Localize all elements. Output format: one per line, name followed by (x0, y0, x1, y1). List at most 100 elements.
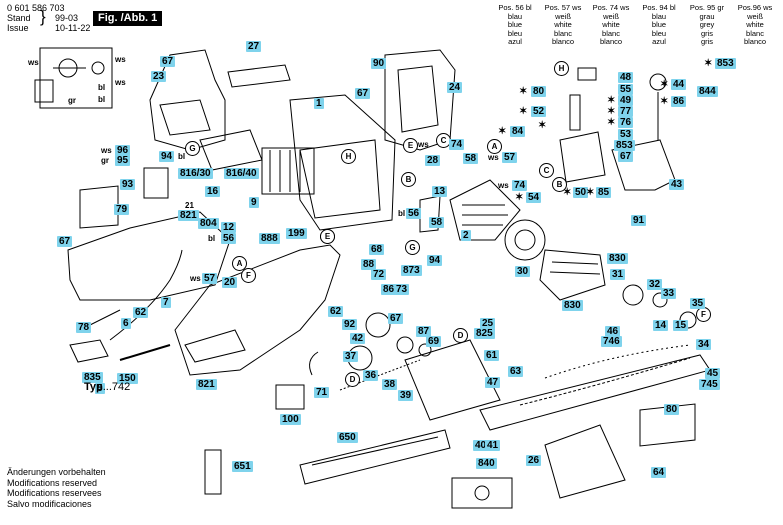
ref-letter: B (401, 172, 416, 187)
ref-letter: D (345, 372, 360, 387)
wire-tag: gr (101, 156, 109, 165)
callout: 38 (382, 379, 398, 390)
callout: 78 (76, 322, 92, 333)
callout: 96 (115, 145, 131, 156)
callout: 7 (161, 297, 171, 308)
bracket-58 (419, 195, 441, 233)
callout: 62 (328, 306, 344, 317)
callout: 1 (314, 98, 324, 109)
armature (449, 179, 521, 241)
gear-86 (365, 312, 391, 338)
callout: 37 (343, 351, 359, 362)
color-col-pos: Pos. 95 gr (689, 3, 725, 12)
callout: 48 (618, 72, 634, 83)
callout: 15 (673, 320, 689, 331)
central-housing (289, 94, 396, 231)
rotor (539, 249, 606, 301)
issue-value: 10-11-22 (55, 23, 91, 33)
callout: 58 (463, 153, 479, 164)
callout: 20 (222, 277, 238, 288)
wire-tag: ws (488, 153, 499, 162)
star-marker: ✶ (660, 96, 669, 107)
callout: 821 (178, 210, 199, 221)
wiring-schematic (39, 47, 113, 109)
callout: 94 (427, 255, 443, 266)
callout: 67 (618, 151, 634, 162)
sprocket-cover (544, 424, 626, 499)
callout: 23 (151, 71, 167, 82)
ref-letter: F (696, 307, 711, 322)
callout: 34 (696, 339, 712, 350)
callout: 39 (398, 390, 414, 401)
callout: 42 (350, 333, 366, 344)
callout: 88 (361, 259, 377, 270)
callout: 63 (508, 366, 524, 377)
ref-letter: E (320, 229, 335, 244)
color-col-pos: Pos. 74 ws (592, 3, 630, 12)
bar-cover (299, 429, 451, 485)
callout: 13 (432, 186, 448, 197)
ref-letter: D (453, 328, 468, 343)
plate-93 (143, 167, 169, 199)
mains-plug (69, 339, 109, 363)
stator (261, 147, 315, 195)
callout: 6 (121, 318, 131, 329)
callout: 80 (531, 86, 547, 97)
callout: 816/40 (224, 168, 259, 179)
callout: 64 (651, 467, 667, 478)
spring-71 (309, 351, 319, 376)
callout: 71 (314, 387, 330, 398)
figure-label: Fig. /Abb. 1 (93, 11, 163, 26)
callout: 26 (526, 455, 542, 466)
callout: 5 (95, 383, 105, 394)
brace: } (40, 7, 46, 26)
callout: 45 (705, 368, 721, 379)
callout: 840 (476, 458, 497, 469)
callout: 2 (461, 230, 471, 241)
callout: 92 (342, 319, 358, 330)
callout: 86 (671, 96, 687, 107)
wire-tag: 21 (185, 201, 194, 210)
callout: 32 (647, 279, 663, 290)
callout: 24 (447, 82, 463, 93)
ref-letter: G (185, 141, 200, 156)
star-marker: ✶ (498, 126, 507, 137)
callout: 100 (280, 414, 301, 425)
ref-letter: A (232, 256, 247, 271)
ref-letter: C (539, 163, 554, 178)
callout: 816/30 (178, 168, 213, 179)
left-housing-shell (67, 211, 231, 301)
wire-tag: gr (68, 96, 76, 105)
ref-letter: F (241, 268, 256, 283)
star-marker: ✶ (519, 106, 528, 117)
footer-notes: Änderungen vorbehalten Modifications res… (7, 467, 106, 509)
callout: 650 (337, 432, 358, 443)
callout: 14 (653, 320, 669, 331)
saw-chain (519, 357, 691, 406)
callout: 33 (661, 288, 677, 299)
callout: 68 (369, 244, 385, 255)
ref-letter: G (405, 240, 420, 255)
callout: 888 (259, 233, 280, 244)
stand-label: Stand (7, 13, 31, 23)
callout: 79 (114, 204, 130, 215)
wire-tag: ws (101, 146, 112, 155)
star-marker: ✶ (704, 58, 713, 69)
callout: 55 (618, 84, 634, 95)
star-marker: ✶ (586, 187, 595, 198)
cord-guard (119, 344, 171, 361)
wire-tag: bl (98, 95, 106, 104)
callout: 27 (246, 41, 262, 52)
wire-tag: ws (190, 274, 201, 283)
callout: 54 (526, 192, 542, 203)
callout: 41 (485, 440, 501, 451)
callout: 91 (631, 215, 647, 226)
bearing-32 (622, 284, 644, 306)
motor-housing-top (149, 49, 226, 151)
clamp-840 (451, 477, 513, 509)
callout: 85 (596, 187, 612, 198)
callout: 74 (449, 139, 465, 150)
plate-79 (79, 185, 119, 229)
callout: 73 (394, 284, 410, 295)
callout: 50 (573, 187, 589, 198)
